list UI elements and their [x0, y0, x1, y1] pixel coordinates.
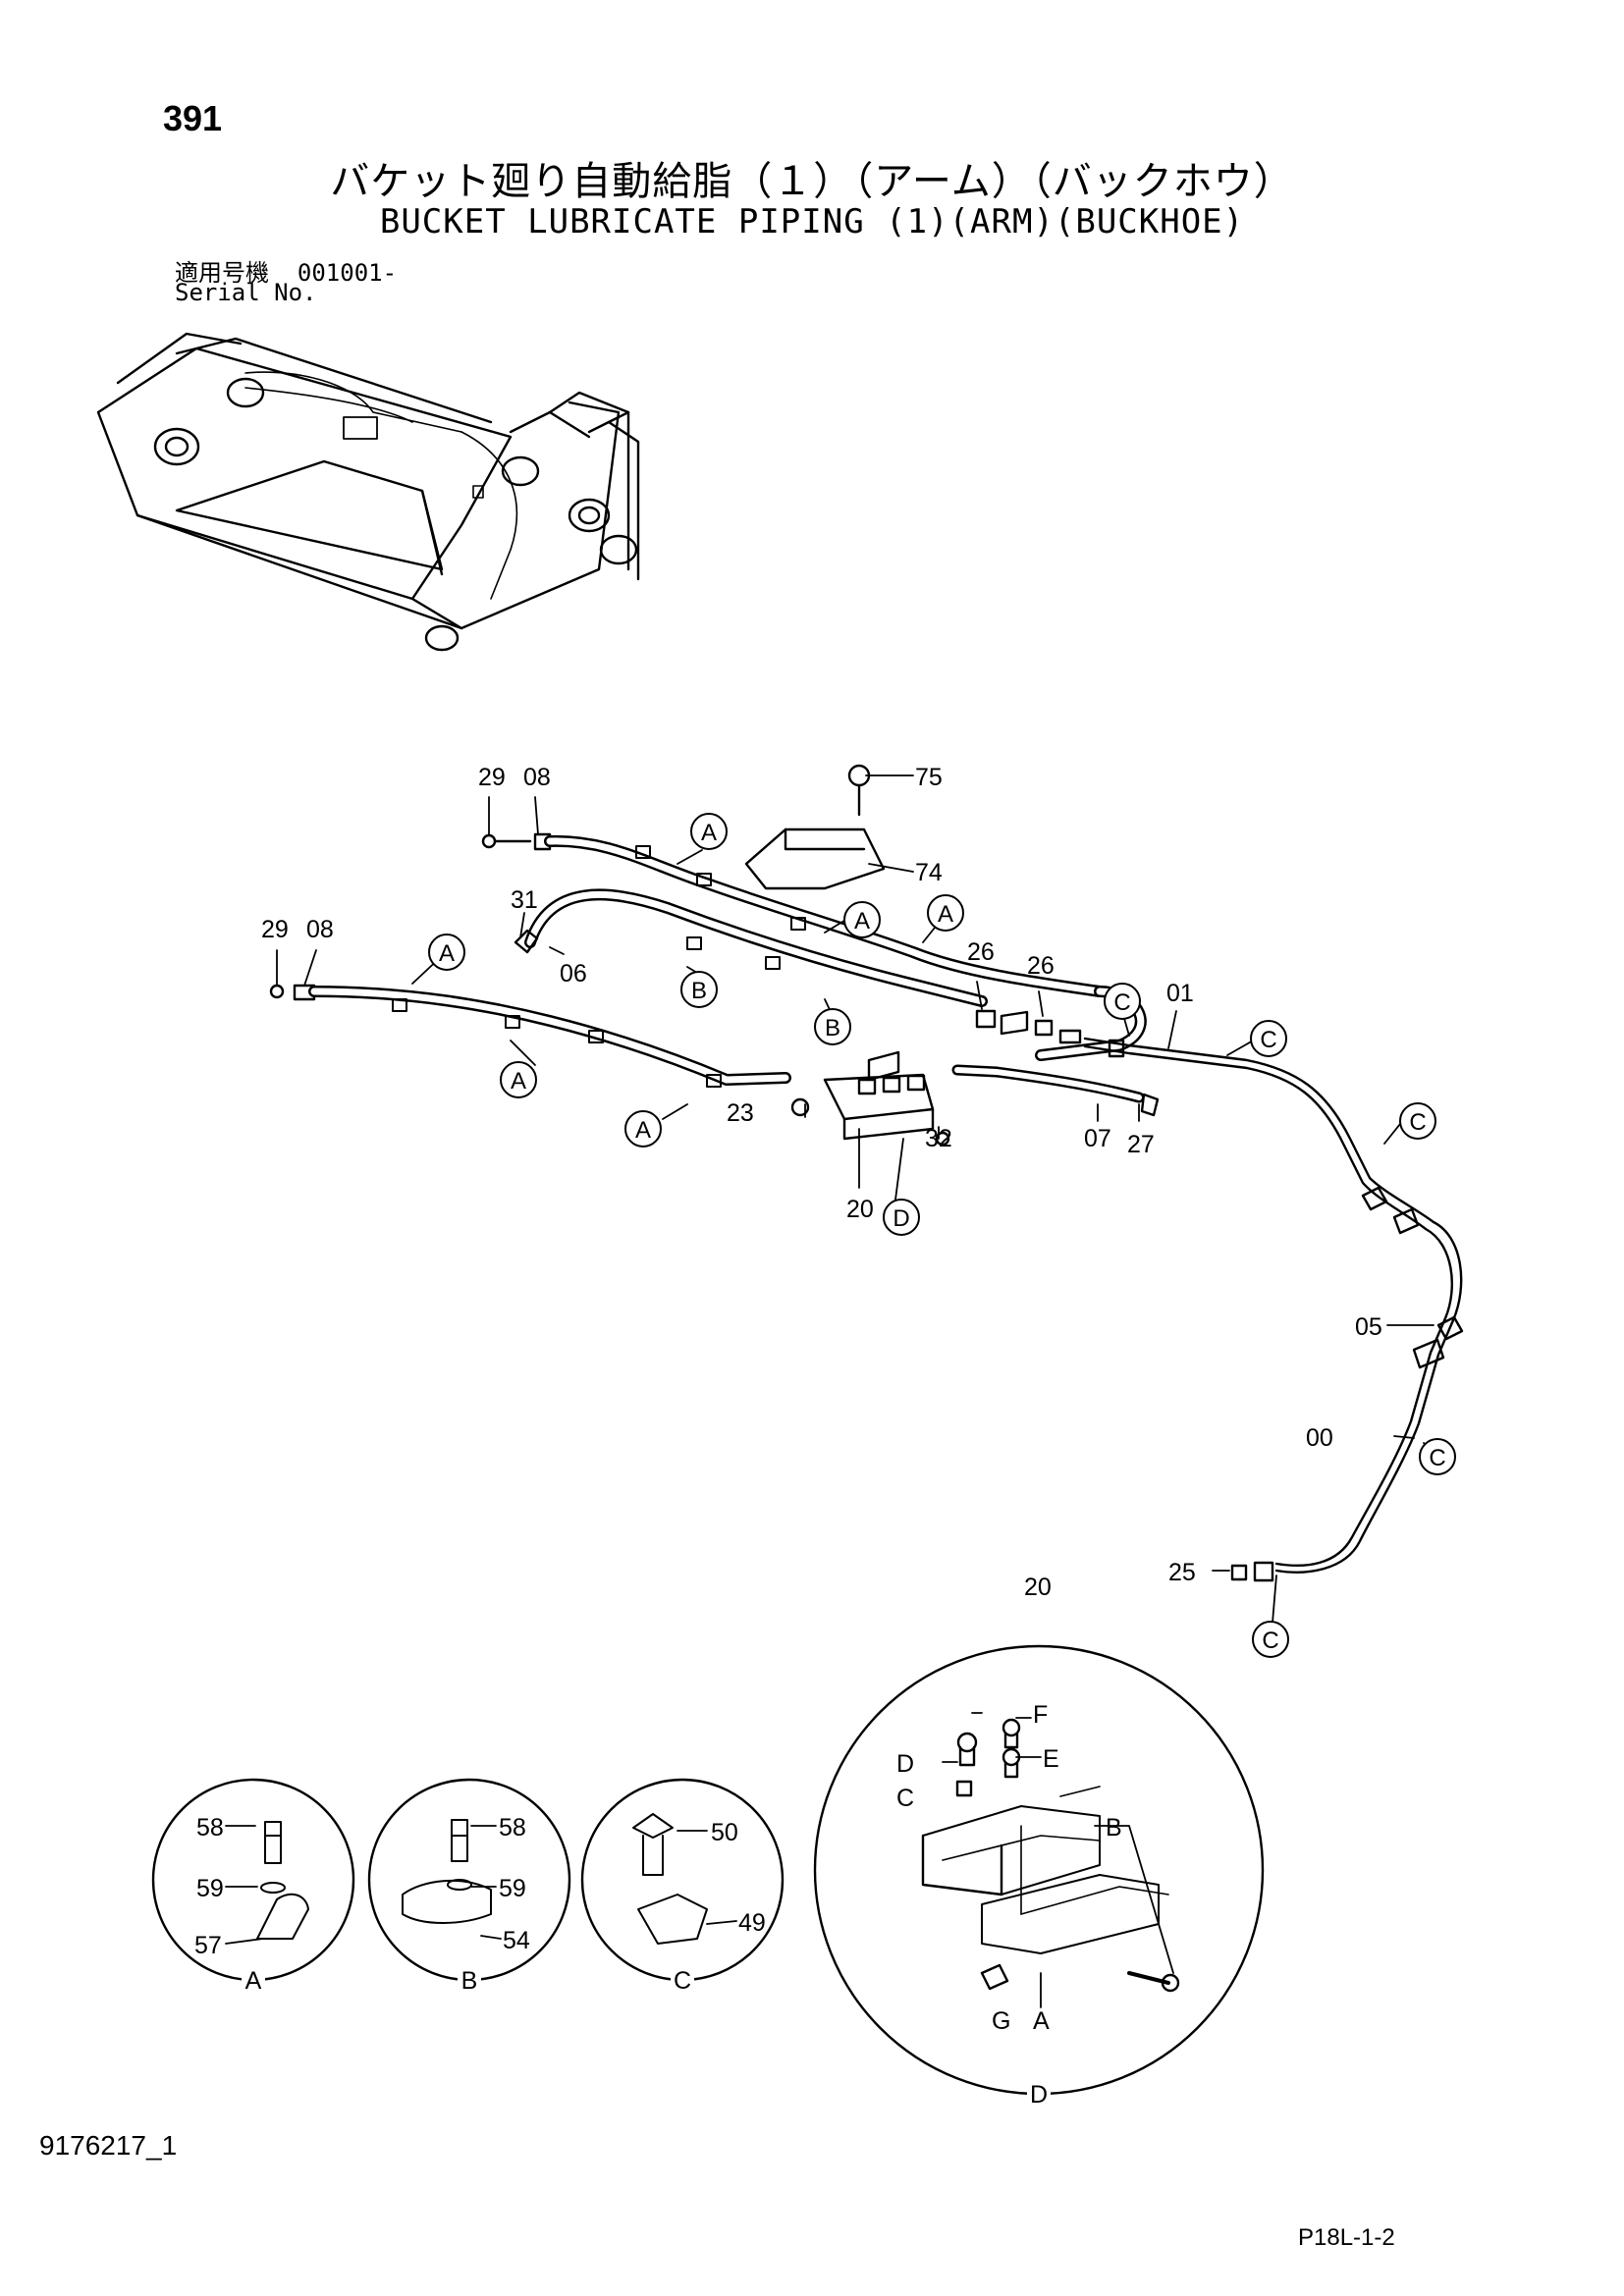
callout-c: C [1429, 1445, 1445, 1471]
document-code: 9176217_1 [39, 2130, 178, 2161]
callout-b: B [691, 978, 707, 1004]
part-label: 57 [194, 1932, 222, 1959]
detail-d-label: G [992, 2007, 1010, 2035]
detail-c [580, 1778, 785, 1982]
fittings-26 [975, 1009, 1082, 1044]
part-label: 26 [1027, 952, 1055, 980]
part-label: 29 [478, 764, 506, 791]
callout-c: C [1113, 989, 1130, 1016]
callout-c: C [1409, 1109, 1426, 1136]
callout-a: A [635, 1117, 651, 1144]
callout-a: A [511, 1068, 526, 1095]
callout-bubbles [428, 813, 1456, 1658]
hose-08-upper [481, 832, 1147, 1061]
page-code: P18L-1-2 [1298, 2224, 1395, 2251]
part-label: 20 [846, 1196, 874, 1223]
part-label: 20 [1024, 1574, 1052, 1601]
callout-a: A [701, 820, 717, 846]
part-label: 06 [560, 960, 587, 988]
part-label: 23 [727, 1099, 754, 1127]
part-label: 32 [925, 1125, 952, 1152]
distributor-block [790, 1050, 935, 1141]
arm-illustration [96, 332, 640, 652]
detail-b [367, 1778, 571, 1982]
part-label: 27 [1127, 1131, 1155, 1158]
part-label: 08 [306, 916, 334, 943]
detail-d-label: B [1106, 1814, 1122, 1842]
part-label: 58 [499, 1814, 526, 1842]
part-label: 75 [915, 764, 943, 791]
part-label: 08 [523, 764, 551, 791]
part-label: 58 [196, 1814, 224, 1842]
title-english: BUCKET LUBRICATE PIPING (1)(ARM)(BUCKHOE… [379, 202, 1245, 241]
bracket-74 [744, 764, 886, 890]
detail-a [151, 1778, 355, 1982]
callout-c: C [1262, 1628, 1278, 1654]
part-label: 74 [915, 859, 943, 886]
part-number-labels: 29 08 75 74 31 29 08 06 26 26 01 23 32 2… [194, 764, 1382, 2035]
part-label: 05 [1355, 1313, 1382, 1341]
part-label: 54 [503, 1927, 530, 1954]
callout-a: A [938, 901, 953, 928]
detail-caption-d: D [1030, 2081, 1048, 2109]
detail-d-label: F [1033, 1701, 1048, 1729]
leader-lines [276, 774, 1435, 1572]
serial-label-jp: 適用号機 [175, 259, 269, 287]
detail-d-label: D [896, 1750, 914, 1778]
part-label: 26 [967, 938, 995, 966]
hose-07 [935, 1064, 1160, 1147]
part-label: 59 [196, 1875, 224, 1902]
callout-c: C [1260, 1027, 1276, 1053]
part-label: 29 [261, 916, 289, 943]
steel-pipe [1083, 1037, 1464, 1582]
part-label: 59 [499, 1875, 526, 1902]
detail-caption-a: A [245, 1967, 262, 1995]
part-label: 00 [1306, 1424, 1333, 1452]
page-number: 391 [163, 98, 223, 138]
serial-value: 001001- [297, 259, 398, 287]
serial-label-en: Serial No. [175, 279, 317, 306]
callout-b: B [825, 1015, 840, 1041]
callout-d: D [893, 1205, 909, 1232]
part-label: 50 [711, 1819, 738, 1846]
callout-a: A [439, 940, 455, 967]
detail-d-label: A [1033, 2007, 1050, 2035]
part-label: 01 [1166, 980, 1194, 1007]
title-japanese: バケット廻り自動給脂（１）（アーム）（バックホウ） [330, 159, 1294, 204]
part-label: 49 [738, 1909, 766, 1937]
detail-caption-c: C [674, 1967, 691, 1995]
detail-d-label: E [1043, 1745, 1059, 1773]
callout-a: A [854, 908, 870, 934]
detail-caption-b: B [461, 1967, 478, 1995]
part-label: 31 [511, 886, 538, 914]
detail-d-label: C [896, 1785, 914, 1812]
part-label: 07 [1084, 1125, 1111, 1152]
hose-clamps [392, 845, 806, 1088]
callout-letters: A A A A A A B B C C C C C D [439, 820, 1446, 1654]
part-label: 25 [1168, 1559, 1196, 1586]
serial-row-jp: 適用号機 001001- [175, 253, 397, 288]
detail-captions: A B C D [242, 1965, 1051, 2109]
hose-06 [514, 888, 988, 1007]
